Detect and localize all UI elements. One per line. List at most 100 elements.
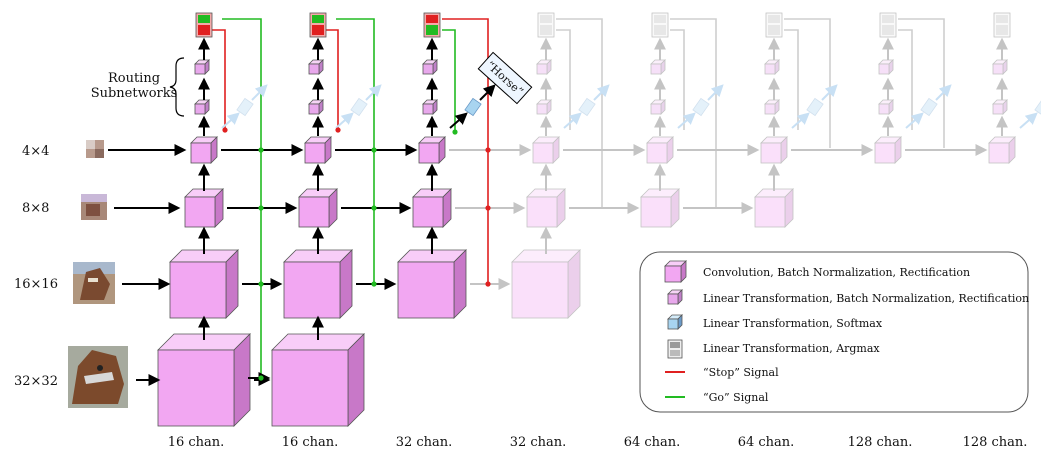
column-label: 64 chan. (738, 435, 795, 450)
softmax-block (1034, 97, 1041, 117)
go-junction (258, 205, 264, 211)
softmax-block (350, 97, 368, 117)
conv-block (298, 188, 338, 228)
legend-item-conv: Convolution, Batch Normalization, Rectif… (703, 266, 970, 279)
diagonal-arrow (479, 84, 496, 101)
linear-block (194, 99, 210, 115)
column-label: 32 chan. (510, 435, 567, 450)
go-junction (258, 375, 264, 381)
argmax-block (423, 12, 441, 38)
diagonal-arrow (905, 112, 924, 129)
argmax-block-icon (667, 339, 683, 359)
column-label: 16 chan. (282, 435, 339, 450)
diagonal-arrow (563, 112, 582, 129)
routing-label-line1: Routing (108, 71, 160, 86)
softmax-block-icon (667, 314, 683, 330)
linear-block (194, 59, 210, 75)
column-label: 128 chan. (963, 435, 1028, 450)
legend-item-go: “Go” Signal (703, 391, 769, 404)
argmax-block (993, 12, 1011, 38)
conv-block (526, 188, 566, 228)
diagonal-arrow (707, 84, 724, 101)
linear-block (422, 99, 438, 115)
linear-block (764, 59, 780, 75)
row-label-4x4: 4×4 (22, 144, 49, 159)
conv-block (157, 333, 251, 427)
row-label-16x16: 16×16 (14, 277, 58, 292)
argmax-block (765, 12, 783, 38)
conv-block (646, 136, 674, 164)
conv-block (874, 136, 902, 164)
conv-block (511, 249, 581, 319)
go-junction (371, 147, 377, 153)
stop-junction (485, 205, 491, 211)
input-image-4x4 (86, 140, 104, 158)
conv-block (532, 136, 560, 164)
stop-junction (485, 281, 491, 287)
argmax-block (651, 12, 669, 38)
output-label-box: “Horse” (477, 51, 533, 105)
conv-block (640, 188, 680, 228)
legend: Convolution, Batch Normalization, Rectif… (639, 251, 1029, 413)
argmax-block (879, 12, 897, 38)
input-image-32x32 (68, 346, 128, 408)
go-junction (258, 147, 264, 153)
conv-block (760, 136, 788, 164)
go-junction (452, 129, 458, 135)
conv-block-icon (664, 260, 687, 283)
column-label: 64 chan. (624, 435, 681, 450)
linear-block (536, 59, 552, 75)
linear-block (878, 99, 894, 115)
conv-block (754, 188, 794, 228)
stop-junction (335, 127, 341, 133)
conv-block (418, 136, 446, 164)
argmax-block (537, 12, 555, 38)
legend-item-softmax: Linear Transformation, Softmax (703, 317, 883, 330)
conv-block (988, 136, 1016, 164)
linear-block (878, 59, 894, 75)
softmax-block (692, 97, 710, 117)
legend-item-argmax: Linear Transformation, Argmax (703, 342, 880, 355)
conv-block (169, 249, 239, 319)
diagonal-arrow (365, 84, 382, 101)
diagonal-arrow (251, 84, 268, 101)
row-label-32x32: 32×32 (14, 374, 58, 389)
softmax-block (806, 97, 824, 117)
diagonal-arrow (677, 112, 696, 129)
conv-block (271, 333, 365, 427)
conv-block (184, 188, 224, 228)
diagonal-arrow (821, 84, 838, 101)
linear-block (308, 59, 324, 75)
go-junction (371, 205, 377, 211)
go-junction (258, 281, 264, 287)
diagonal-arrow (335, 112, 354, 129)
diagonal-arrow (1019, 112, 1038, 129)
diagonal-arrow (221, 112, 240, 129)
softmax-block (464, 97, 482, 117)
conv-block (283, 249, 353, 319)
diagonal-arrow (449, 112, 468, 129)
conv-block (412, 188, 452, 228)
stop-junction (485, 147, 491, 153)
diagonal-arrow (935, 84, 952, 101)
conv-block (304, 136, 332, 164)
diagonal-arrow (593, 84, 610, 101)
argmax-block (195, 12, 213, 38)
linear-block (992, 59, 1008, 75)
linear-block (764, 99, 780, 115)
input-image-8x8 (81, 194, 107, 220)
faded-wires (556, 18, 945, 208)
softmax-block (236, 97, 254, 117)
column-label: 16 chan. (168, 435, 225, 450)
legend-box (639, 251, 1029, 413)
linear-block (536, 99, 552, 115)
softmax-block (920, 97, 938, 117)
conv-block (190, 136, 218, 164)
column-label: 128 chan. (848, 435, 913, 450)
linear-block (992, 99, 1008, 115)
routing-label-line2: Subnetworks (91, 86, 178, 101)
linear-block-icon (667, 289, 683, 305)
routing-brace (169, 57, 185, 117)
linear-block (650, 59, 666, 75)
